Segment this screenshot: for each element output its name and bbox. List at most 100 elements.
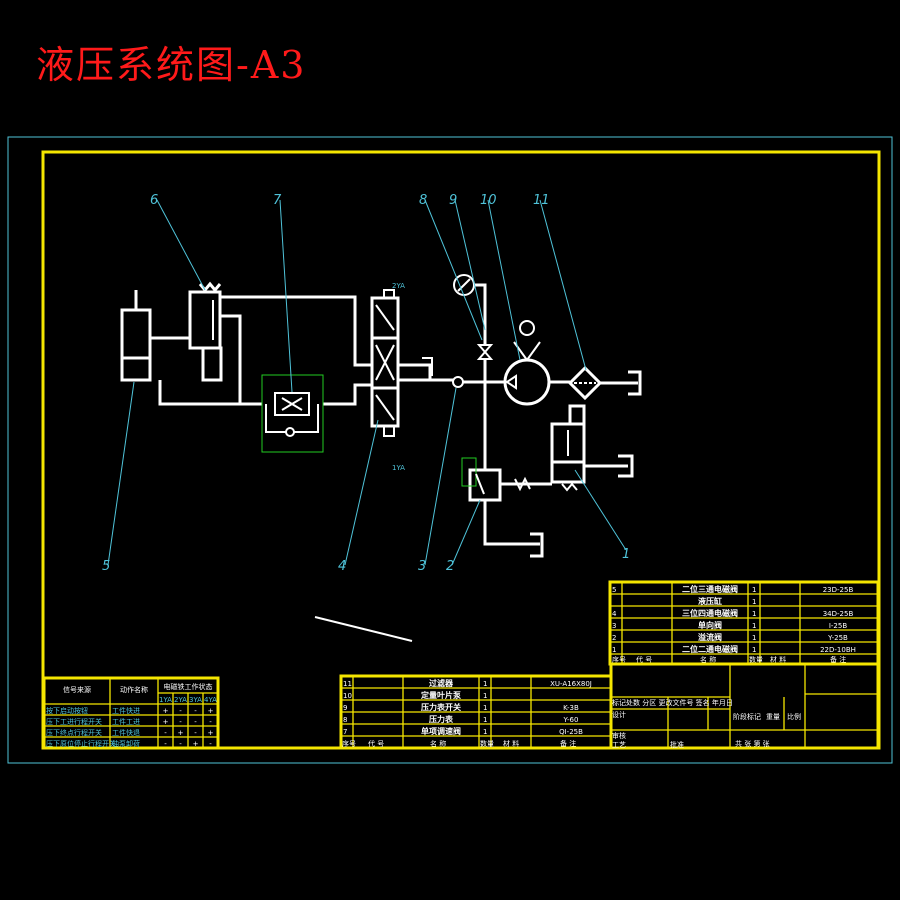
bom-cell-name: 溢流阀 <box>698 632 722 642</box>
signal-state: - <box>164 729 167 737</box>
gauge-switch <box>476 344 494 354</box>
hydraulic-schematic <box>107 199 642 642</box>
bom-header-cell: 代 号 <box>636 655 652 664</box>
bom-cell-name: 压力表开关 <box>421 702 461 712</box>
bom-cell-name: 定量叶片泵 <box>420 690 461 700</box>
signal-action: 油泵卸荷 <box>112 739 140 748</box>
bom-cell-no: 2 <box>612 634 616 642</box>
bom-cell-spec: Y-25B <box>827 634 848 642</box>
signal-action: 工件快进 <box>112 706 140 715</box>
part-label: 8 <box>419 193 427 208</box>
bom-cell-qty: 1 <box>752 610 756 618</box>
title-block-check: 审核 <box>612 731 626 740</box>
signal-action: 工件快退 <box>112 728 140 737</box>
vane-pump <box>503 358 551 406</box>
bom-cell-spec: 23D-25B <box>823 586 854 594</box>
signal-state: - <box>209 718 212 726</box>
bom-cell-spec: QI-25B <box>559 728 583 736</box>
signal-state: + <box>178 729 184 737</box>
title-block-design: 设计 <box>612 710 626 719</box>
solenoid-label: 2YA <box>392 282 405 290</box>
signal-state: + <box>163 707 169 715</box>
signal-table <box>42 676 220 750</box>
title-block-stage: 阶段标记 <box>733 712 761 721</box>
title-block-scale: 比例 <box>787 712 801 721</box>
signal-source: 压下原位停止行程开关 <box>46 739 116 748</box>
part-label: 7 <box>273 193 282 208</box>
drawing-title: 液压系统图-A3 <box>36 43 307 87</box>
bom-cell-no: 1 <box>612 646 616 654</box>
speed-control-valve <box>265 392 319 437</box>
title-block-process: 工艺 <box>612 741 626 749</box>
bom-header-cell: 备 注 <box>830 655 846 664</box>
hydraulic-cylinder <box>120 290 152 382</box>
bom-cell-name: 二位二通电磁阀 <box>682 644 738 654</box>
signal-header: 动作名称 <box>120 685 148 694</box>
part-label: 11 <box>533 193 550 208</box>
signal-state: - <box>179 718 182 726</box>
bom-header-cell: 材 料 <box>503 739 519 748</box>
bom-header-cell: 名 称 <box>430 739 446 748</box>
bom-cell-qty: 1 <box>752 622 756 630</box>
bom-cell-qty: 1 <box>483 728 487 736</box>
signal-subheader: 2YA <box>174 696 187 704</box>
part-label: 4 <box>338 559 346 574</box>
part-labels: 1 2 3 4 5 6 7 8 9 10 11 2YA 1YA <box>102 193 630 574</box>
title-block: 标记处数 分区 更改文件号 签名 年月日 设计 审核 工艺 批准 阶段标记 重量… <box>609 662 880 750</box>
signal-source: 按下启动按钮 <box>46 706 88 715</box>
bom-cell-qty: 1 <box>752 598 756 606</box>
bom-cell-qty: 1 <box>483 716 487 724</box>
part-label: 10 <box>480 193 497 208</box>
bom-cell-qty: 1 <box>752 586 756 594</box>
relief-valve <box>468 468 502 502</box>
bom-header-cell: 代 号 <box>368 739 384 748</box>
part-label: 3 <box>418 559 426 574</box>
bom-cell-no: 8 <box>343 716 347 724</box>
title-block-total: 共 张 第 张 <box>735 739 770 748</box>
bom-cell-no: 7 <box>343 728 347 736</box>
signal-state: - <box>194 718 197 726</box>
signal-action: 工件工进 <box>112 717 140 726</box>
bom-cell-name: 单项调速阀 <box>421 726 461 736</box>
signal-header: 信号来源 <box>63 685 91 694</box>
bom-header-cell: 备 注 <box>560 739 576 748</box>
signal-subheader: 4YA <box>204 696 217 704</box>
signal-state: - <box>164 740 167 748</box>
signal-state: - <box>194 729 197 737</box>
bom-cell-spec: XU-A16X80J <box>550 680 592 688</box>
signal-state: - <box>179 740 182 748</box>
valve-6 <box>188 281 223 382</box>
filter <box>567 365 603 401</box>
leader-lines <box>107 199 627 642</box>
check-valve <box>452 376 464 388</box>
signal-source: 压下工进行程开关 <box>46 717 102 726</box>
signal-state: + <box>208 707 214 715</box>
bom-cell-spec: I-25B <box>829 622 847 630</box>
bom-header-cell: 数量 <box>480 739 494 748</box>
outer-border <box>7 136 893 764</box>
bom-cell-no: 11 <box>343 680 352 688</box>
bom-cell-qty: 1 <box>752 634 756 642</box>
bom-cell-qty: 1 <box>483 680 487 688</box>
bom-header-cell: 名 称 <box>700 655 716 664</box>
bom-cell-name: 液压缸 <box>698 596 722 606</box>
bom-cell-no: 10 <box>343 692 352 700</box>
bom-header-cell: 序号 <box>342 739 356 748</box>
title-block-row1: 标记处数 分区 更改文件号 签名 年月日 <box>612 698 733 707</box>
bom-cell-qty: 1 <box>483 692 487 700</box>
signal-state: + <box>193 740 199 748</box>
bom-header-cell: 序号 <box>612 655 626 664</box>
three-position-valve <box>370 289 400 437</box>
bom-cell-name: 三位四通电磁阀 <box>682 608 738 618</box>
signal-state: + <box>163 718 169 726</box>
valve-1 <box>540 404 634 492</box>
signal-header: 电磁铁工作状态 <box>164 682 213 691</box>
bom-cell-spec: 22D-10BH <box>820 646 856 654</box>
solenoid-label: 1YA <box>392 464 405 472</box>
signal-subheader: 1YA <box>159 696 172 704</box>
bom-cell-name: 单向阀 <box>698 620 722 630</box>
